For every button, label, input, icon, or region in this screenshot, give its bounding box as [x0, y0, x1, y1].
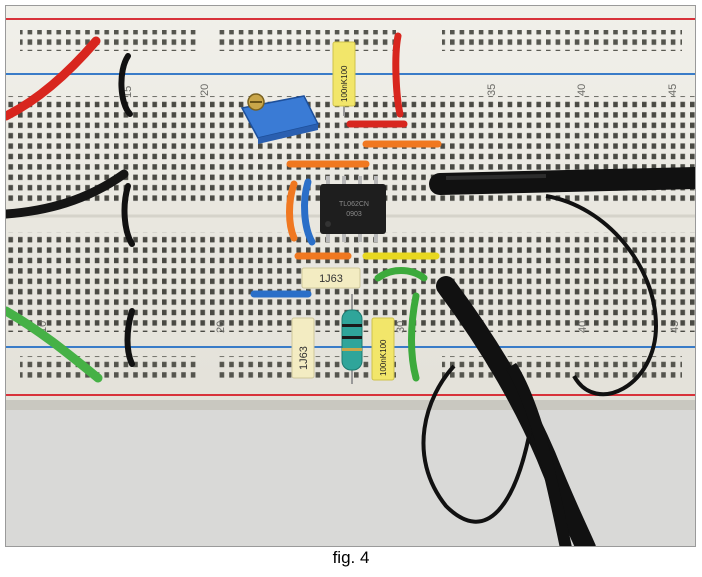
green-jumper-vertical: [408, 292, 420, 382]
trimmer-potentiometer: [240, 93, 320, 144]
capacitor-middle-label: 1J63: [319, 273, 343, 285]
capacitor-bottom-left-label: 1J63: [298, 346, 310, 370]
capacitor-bottom-right: 100nK100: [371, 317, 395, 381]
col-label-top-20: 20: [199, 84, 211, 96]
col-label-top-35: 35: [486, 84, 498, 96]
audio-cable-top: [429, 167, 695, 397]
ic-marking-line2: 0903: [346, 211, 362, 218]
orange-jumper-vertical: [286, 180, 298, 242]
black-jumper-middle: [121, 183, 135, 247]
black-jumper-bottom: [124, 308, 135, 367]
op-amp-ic: TL062CN 0903: [320, 176, 386, 242]
black-jumper-top: [118, 53, 133, 117]
green-wire-left: [6, 306, 103, 383]
col-label-bottom-40: 40: [577, 321, 589, 333]
figure-caption: fig. 4: [332, 548, 370, 567]
col-label-top-40: 40: [576, 84, 588, 96]
blue-jumper-vertical: [301, 178, 316, 246]
inductor: [341, 294, 363, 384]
audio-cable-bottom: [421, 276, 596, 546]
capacitor-middle: 1J63: [301, 267, 361, 289]
breadboard-photo: 20 35 40 45 15 10 20 30 40 45: [5, 5, 696, 547]
green-jumper-arc: [374, 267, 428, 282]
col-label-bottom-45: 45: [669, 321, 681, 333]
capacitor-top-label: 100nK100: [340, 65, 349, 102]
top-power-rail-holes: [20, 30, 682, 51]
capacitor-bottom-right-label: 100nK100: [379, 339, 388, 376]
red-power-wire: [6, 36, 101, 121]
col-label-bottom-20: 20: [215, 321, 227, 333]
ic-marking-line1: TL062CN: [339, 201, 369, 208]
red-jumper-vertical: [392, 32, 404, 118]
col-label-bottom-30: 30: [395, 321, 407, 333]
black-ground-wire: [6, 169, 129, 219]
col-label-top-45: 45: [667, 84, 679, 96]
capacitor-top: 100nK100: [332, 41, 356, 116]
capacitor-bottom-left: 1J63: [291, 317, 315, 379]
